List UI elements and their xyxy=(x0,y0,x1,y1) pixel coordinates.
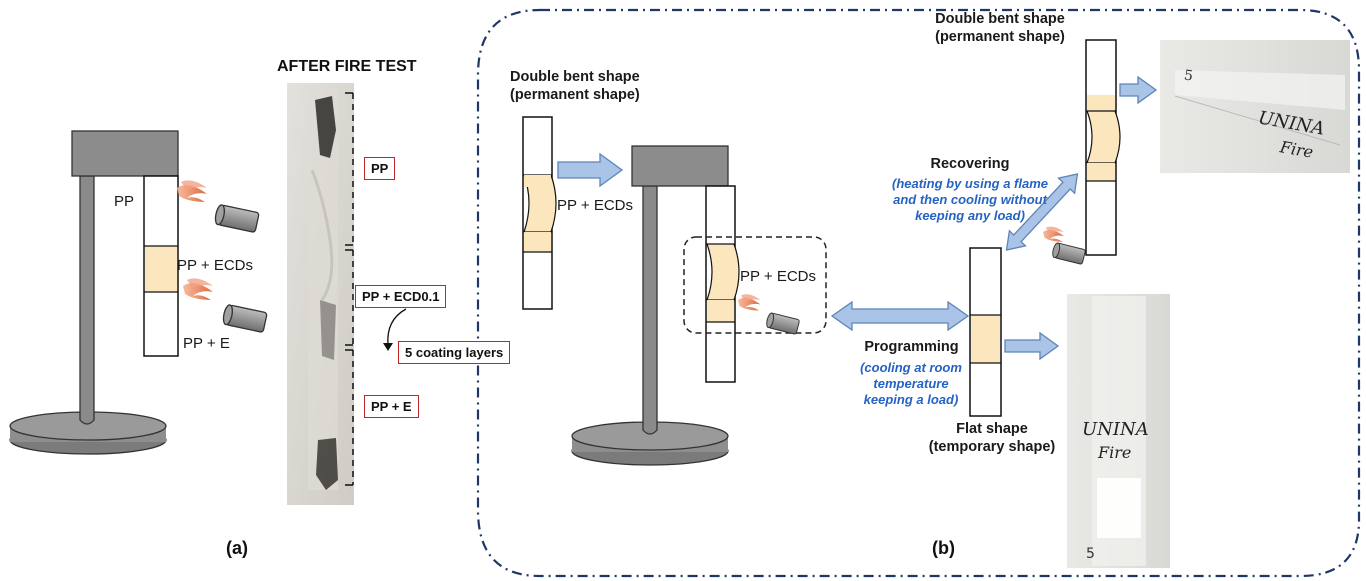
specimen-flat xyxy=(969,247,1002,417)
photo-bottom-line1: UNINA xyxy=(1082,419,1149,440)
label-pp-e-a: PP + E xyxy=(183,335,230,352)
double-bent-right-line1: Double bent shape xyxy=(935,11,1065,27)
recovering-line3: keeping any load) xyxy=(915,208,1025,223)
heating-zone-box xyxy=(683,236,827,334)
label-pp: PP xyxy=(114,193,135,210)
double-bent-left-caption: Double bent shape (permanent shape) xyxy=(510,68,640,104)
programming-caption: Programming xyxy=(854,338,969,356)
arrow-to-photo-top xyxy=(1119,75,1158,105)
label-pp-ecds-b2: PP + ECDs xyxy=(740,268,817,285)
recovering-caption: Recovering xyxy=(890,155,1050,173)
recovering-description: (heating by using a flame and then cooli… xyxy=(870,176,1070,224)
panel-b-label: (b) xyxy=(932,538,955,558)
recovering-title: Recovering xyxy=(930,156,1010,172)
programming-arrow xyxy=(830,300,970,332)
fire-test-title: AFTER FIRE TEST xyxy=(277,58,417,75)
box-label-pp-e: PP + E xyxy=(364,395,419,418)
specimen-on-stand-b xyxy=(705,185,740,383)
brackets-a xyxy=(345,92,354,486)
specimen-a xyxy=(143,175,179,357)
flat-shape-line1: Flat shape xyxy=(956,421,1028,437)
programming-line2: temperature xyxy=(873,376,949,391)
programming-line3: keeping a load) xyxy=(863,392,959,407)
double-bent-left-line1: Double bent shape xyxy=(510,69,640,85)
photo-flat-sample xyxy=(1067,294,1170,568)
specimen-bent-left xyxy=(522,116,557,310)
stand-a xyxy=(9,130,179,455)
programming-line1: (cooling at room xyxy=(860,360,962,375)
coating-pointer xyxy=(387,308,407,346)
fire-test-photo xyxy=(287,83,354,505)
box-label-pp: PP xyxy=(364,157,396,180)
box-label-pp-ecd: PP + ECD0.1 xyxy=(355,285,447,308)
flat-shape-line2: (temporary shape) xyxy=(928,439,1056,455)
flame-burner-b2 xyxy=(1043,226,1087,265)
panel-b-border xyxy=(476,8,1361,578)
arrow-to-stand xyxy=(557,152,624,188)
programming-description: (cooling at room temperature keeping a l… xyxy=(846,360,976,408)
programming-title: Programming xyxy=(864,339,959,355)
stand-b xyxy=(571,145,729,466)
coating-pointer-head xyxy=(383,343,393,351)
flame-burner-a1 xyxy=(177,180,260,234)
recovering-line2: and then cooling without xyxy=(893,192,1047,207)
panel-a-label: (a) xyxy=(226,538,248,558)
arrow-to-photo-bottom xyxy=(1004,331,1060,361)
box-label-coating: 5 coating layers xyxy=(398,341,511,364)
photo-bent-sample xyxy=(1160,40,1350,173)
double-bent-right-caption: Double bent shape (permanent shape) xyxy=(920,10,1080,46)
flame-burner-a2 xyxy=(183,278,268,334)
photo-bottom-line2: Fire xyxy=(1098,443,1132,462)
flat-shape-caption: Flat shape (temporary shape) xyxy=(912,420,1072,456)
label-pp-ecds-a: PP + ECDs xyxy=(177,257,254,274)
specimen-bent-right xyxy=(1085,39,1121,256)
flame-burner-b1 xyxy=(738,294,801,335)
double-bent-right-line2: (permanent shape) xyxy=(935,29,1065,45)
recovering-line1: (heating by using a flame xyxy=(891,176,1049,191)
photo-bottom-number: 5 xyxy=(1086,546,1095,562)
recovering-arrow xyxy=(1005,173,1079,251)
double-bent-left-line2: (permanent shape) xyxy=(510,87,640,103)
label-pp-ecds-b1: PP + ECDs xyxy=(557,197,634,214)
